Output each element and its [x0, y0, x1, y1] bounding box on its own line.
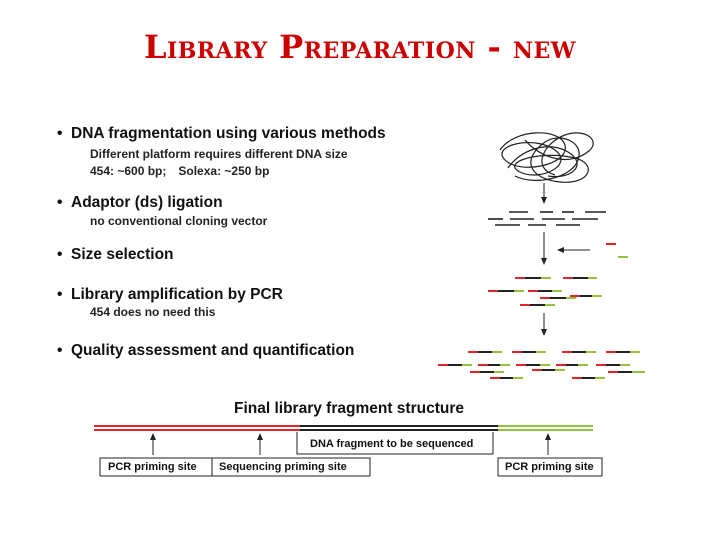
bullet-dot: • — [57, 342, 63, 359]
library-fragment-structure — [94, 425, 603, 477]
step-detail: no conventional cloning vector — [90, 214, 268, 228]
step-label: DNA fragmentation using various methods — [71, 125, 386, 142]
step-detail: Different platform requires different DN… — [90, 147, 348, 161]
amplified-library-icon — [438, 351, 645, 379]
bullet-dot: • — [57, 246, 63, 263]
sequencing-priming-site-label: Sequencing priming site — [219, 461, 347, 473]
size-454: 454: ~600 bp; — [90, 164, 167, 178]
step-detail-sizes: 454: ~600 bp; Solexa: ~250 bp — [90, 164, 269, 178]
step-quality: • Quality assessment and quantification — [57, 342, 354, 360]
step-ligation: • Adaptor (ds) ligation — [57, 194, 223, 212]
slide-title: Library Preparation - new — [143, 28, 577, 66]
step-label: Adaptor (ds) ligation — [71, 194, 223, 211]
bullet-dot: • — [57, 286, 63, 303]
final-structure-title: Final library fragment structure — [234, 400, 464, 417]
step-label: Library amplification by PCR — [71, 286, 283, 303]
bullet-dot: • — [57, 194, 63, 211]
bullet-dot: • — [57, 125, 63, 142]
dna-fragment-label: DNA fragment to be sequenced — [310, 438, 474, 450]
step-label: Size selection — [71, 246, 174, 263]
step-amplification: • Library amplification by PCR — [57, 286, 283, 304]
pcr-priming-site-label: PCR priming site — [505, 461, 594, 473]
step-fragmentation: • DNA fragmentation using various methods — [57, 125, 386, 143]
fragmented-dna-icon — [488, 211, 606, 226]
size-selected-fragments-icon — [488, 277, 602, 306]
step-label: Quality assessment and quantification — [71, 342, 355, 359]
pcr-priming-site-label: PCR priming site — [108, 461, 197, 473]
tangled-dna-icon — [499, 132, 594, 183]
step-detail: 454 does no need this — [90, 305, 216, 319]
discarded-fragments-icon — [606, 243, 628, 258]
step-size-selection: • Size selection — [57, 246, 174, 264]
size-solexa: Solexa: ~250 bp — [178, 164, 270, 178]
